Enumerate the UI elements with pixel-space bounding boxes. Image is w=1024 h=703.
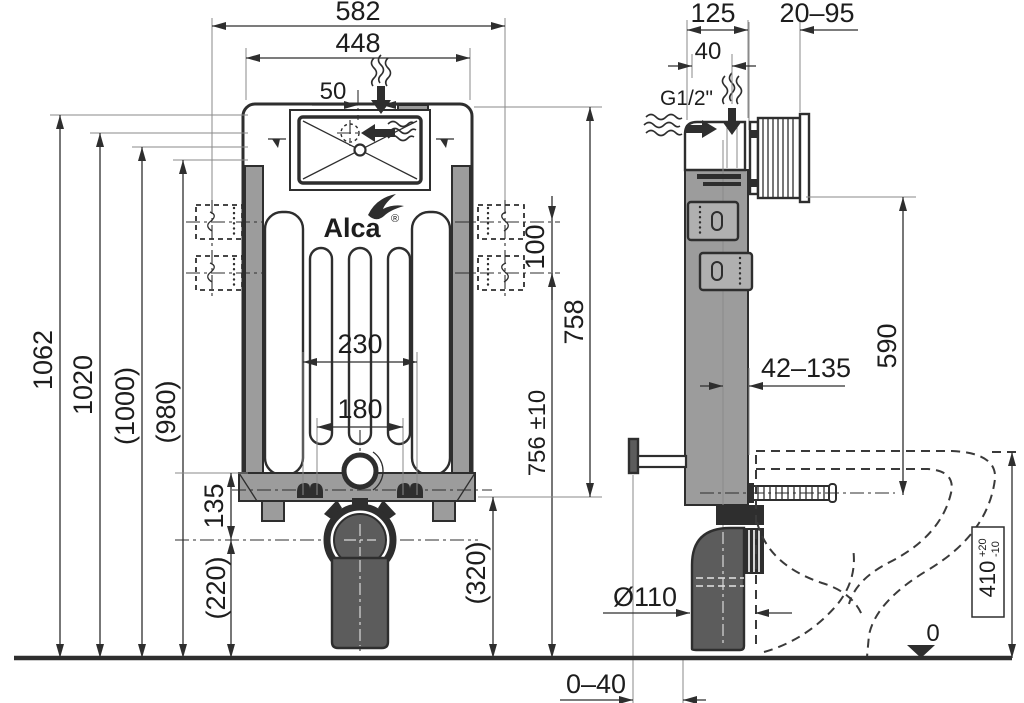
dim-1062-label: 1062 bbox=[28, 330, 58, 390]
top-water-inlet bbox=[357, 54, 392, 120]
front-view: Alca ® bbox=[28, 0, 602, 658]
dim-410-label: 410 bbox=[975, 561, 1000, 598]
dim-180-label: 180 bbox=[337, 394, 382, 424]
mount-symbol-right bbox=[436, 138, 454, 148]
control-opening bbox=[289, 104, 431, 191]
base-assembly bbox=[175, 430, 492, 655]
dim-410-tol-minus: -10 bbox=[990, 541, 1002, 557]
water-inlet-down-arrow-icon bbox=[371, 86, 391, 114]
floor-zero-marker-icon bbox=[907, 645, 935, 658]
dim-448-label: 448 bbox=[335, 28, 380, 58]
rib-mid-1 bbox=[308, 246, 334, 446]
thread-size-label: G1/2" bbox=[660, 87, 713, 110]
dim-410-label-group: 410 +20 -10 bbox=[975, 538, 1002, 597]
dim-220-label: (220) bbox=[201, 556, 231, 619]
dim-135-label: 135 bbox=[199, 483, 229, 528]
dim-980-label: (980) bbox=[151, 380, 181, 443]
dim-040-label: 0–40 bbox=[566, 669, 626, 699]
dim-40-label: 40 bbox=[695, 38, 722, 65]
front-dimensions: 582 448 50 1062 1020 bbox=[28, 0, 602, 658]
dim-1020-label: 1020 bbox=[68, 355, 98, 415]
dim-756-label: 756 ±10 bbox=[524, 390, 551, 477]
dim-125-label: 125 bbox=[690, 0, 735, 28]
dim-582-label: 582 bbox=[335, 0, 380, 26]
tank-profile bbox=[683, 22, 754, 595]
water-wave-icon bbox=[370, 57, 378, 87]
inlet-down-arrow-icon bbox=[722, 108, 742, 135]
flush-pipe-seat bbox=[341, 452, 379, 490]
rib-outer-right bbox=[410, 210, 452, 477]
dim-410-box bbox=[971, 526, 1005, 618]
swallow-bird-icon bbox=[368, 194, 404, 220]
dim-100-label: 100 bbox=[520, 224, 550, 269]
frame-tank-body bbox=[241, 102, 474, 500]
dim-2095-label: 20–95 bbox=[779, 0, 854, 28]
support-foot-left bbox=[261, 500, 285, 522]
drain-elbow-front bbox=[323, 498, 397, 650]
frame-brace-lower bbox=[698, 251, 754, 292]
water-flow-left-arrow-icon bbox=[361, 124, 395, 142]
water-connection: G1/2" bbox=[643, 72, 743, 138]
frame-post-right bbox=[451, 165, 471, 495]
dim-230-label: 230 bbox=[337, 329, 382, 359]
supply-arrow-icon bbox=[686, 120, 717, 138]
registered-mark: ® bbox=[391, 213, 399, 225]
side-dimensions: 125 40 20–95 590 42–13 bbox=[560, 0, 1016, 703]
mounting-rod bbox=[700, 483, 895, 503]
drain-pipe-front bbox=[330, 556, 390, 650]
valve-center-hole bbox=[353, 143, 367, 157]
drain-elbow-side bbox=[690, 505, 764, 652]
rib-mid-3 bbox=[386, 246, 412, 446]
brand-name: Alca bbox=[323, 213, 381, 243]
water-wave-icon bbox=[387, 120, 415, 128]
brand-logo: Alca ® bbox=[323, 194, 404, 243]
rib-outer-left bbox=[263, 210, 305, 477]
floor-zero-label: 0 bbox=[926, 620, 939, 647]
mount-symbol-left bbox=[268, 138, 286, 148]
dim-320-label: (320) bbox=[461, 541, 491, 604]
dim-1000-label: (1000) bbox=[110, 367, 140, 445]
dim-410-tol-plus: +20 bbox=[977, 538, 989, 557]
dim-110-label: Ø110 bbox=[613, 582, 677, 612]
frame-post-left bbox=[244, 165, 264, 495]
actuator-box bbox=[748, 112, 811, 204]
dim-590-label: 590 bbox=[872, 323, 902, 368]
dim-50-label: 50 bbox=[320, 78, 347, 105]
side-view: G1/2" bbox=[560, 0, 1022, 703]
support-foot-right bbox=[432, 500, 456, 522]
toilet-bowl-outline bbox=[755, 450, 1022, 658]
dim-758-label: 758 bbox=[559, 299, 589, 344]
dim-42135-label: 42–135 bbox=[761, 353, 851, 383]
supply-stub bbox=[627, 437, 688, 475]
